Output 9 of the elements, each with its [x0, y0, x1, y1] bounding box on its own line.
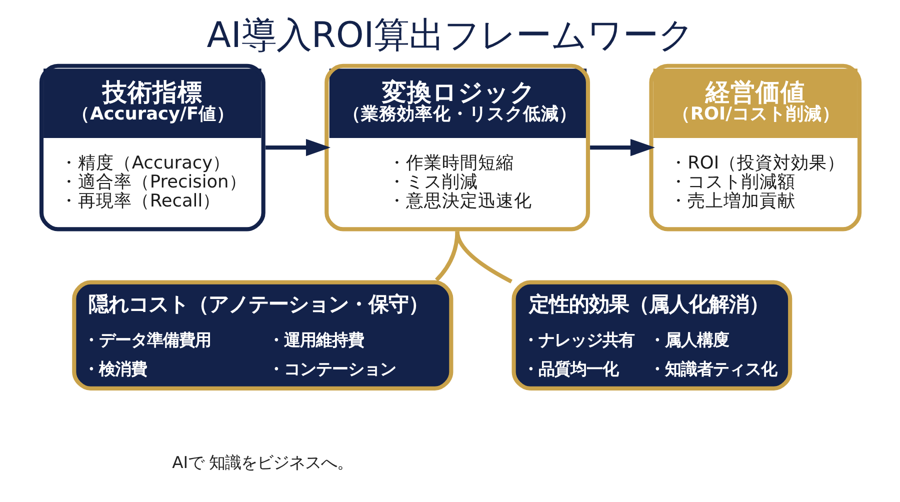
connector [454, 231, 512, 284]
diagram-title: AI導入ROI算出フレームワーク [206, 15, 694, 56]
node-box: 技術指標 （Accuracy/F値） ・精度（Accuracy） ・適合率（Precision） ・再現率（Recall） [38, 64, 265, 232]
node-box: 経営価値 （ROI/コスト削減） ・ROI（投資対効果） ・コスト削減額 ・売上増加貢献 [648, 64, 862, 232]
connector [434, 231, 459, 282]
arrow [265, 138, 330, 156]
label: AIで 知識をビジネスへ。 [172, 453, 353, 472]
arrow [590, 138, 654, 156]
node-box: 変換ロジック （業務効率化・リスク低減） ・作業時間短縮 ・ミス削減 ・意思決定迅速化 [324, 64, 590, 232]
